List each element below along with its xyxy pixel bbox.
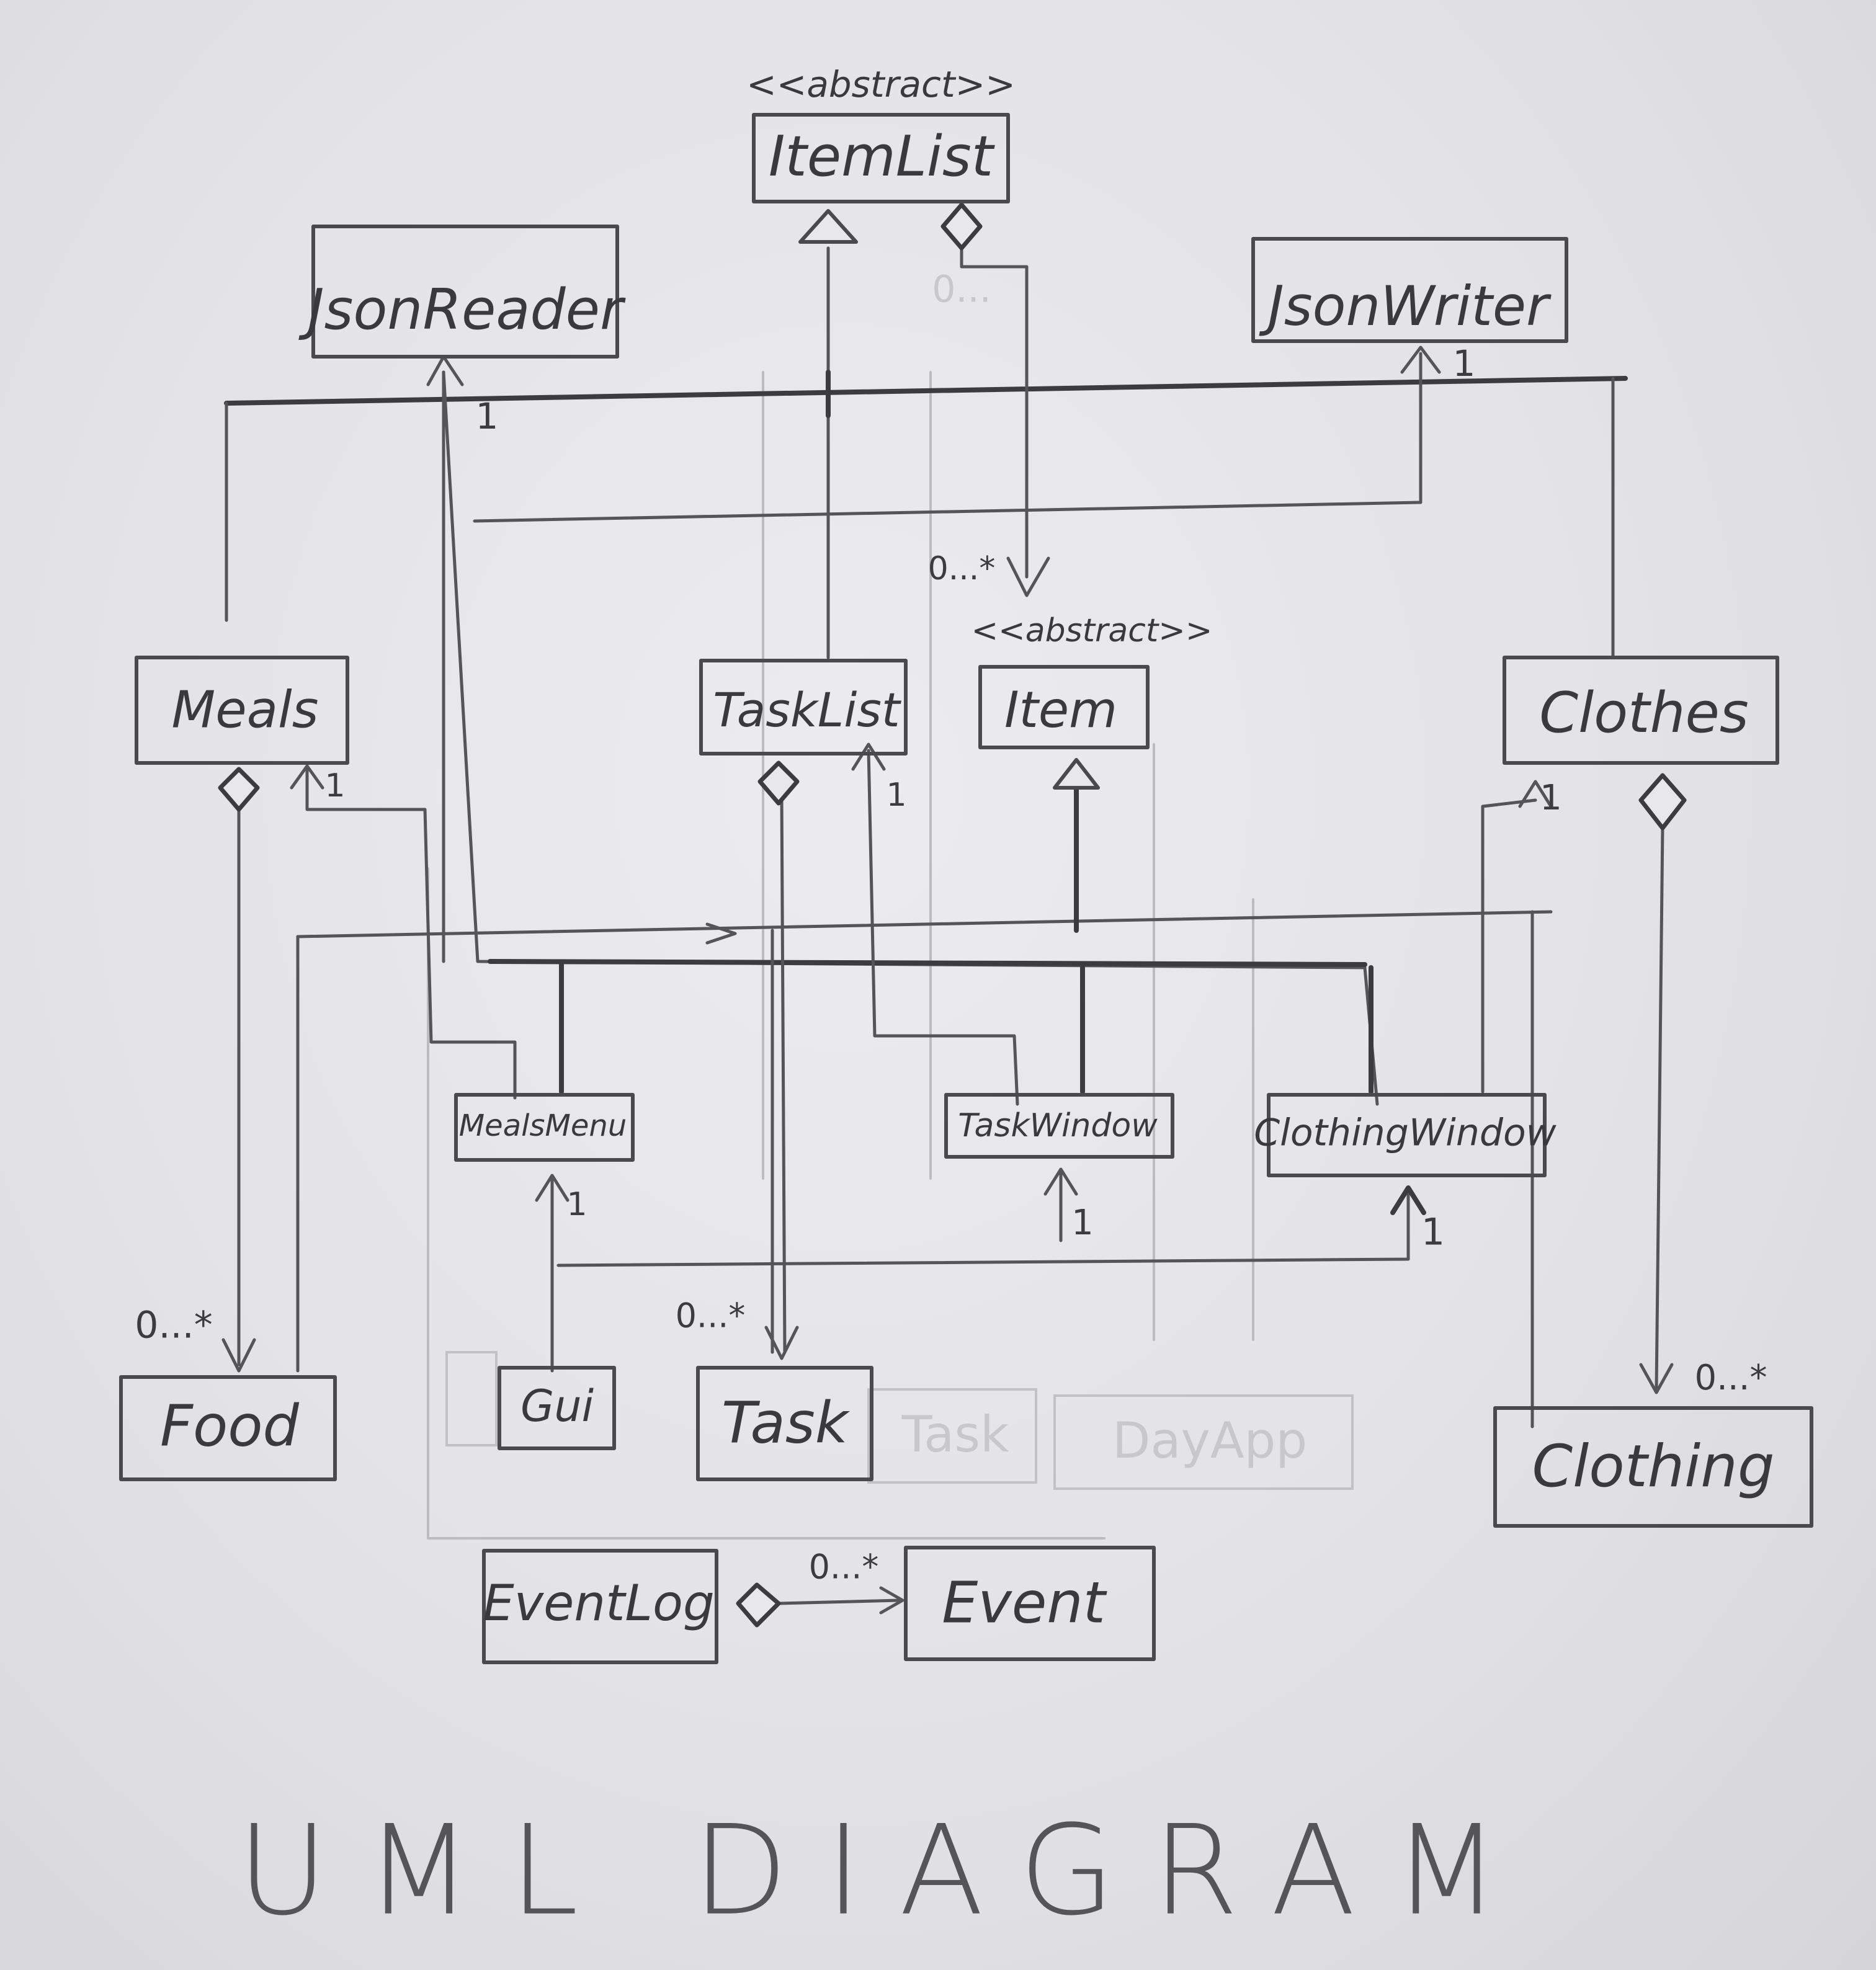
class-item: <<abstract>> Item: [972, 612, 1213, 749]
aggregation-diamond-icon: [940, 202, 983, 251]
arrowhead-icon: [879, 1586, 904, 1615]
arrowhead-icon: [705, 922, 737, 945]
multiplicity-tasklist-task: 0...*: [676, 1296, 746, 1335]
arrowhead-icon: [535, 1174, 570, 1202]
erased-multiplicity-label: 0...: [932, 268, 991, 311]
itemlist-stereotype: <<abstract>>: [746, 63, 1016, 105]
clothing-name: Clothing: [1532, 1433, 1774, 1500]
class-clothes: Clothes: [1503, 656, 1779, 765]
jsonreader-name: JsonReader: [298, 277, 626, 342]
arrowhead-icon: [1006, 556, 1050, 597]
clothes-name: Clothes: [1539, 680, 1749, 746]
multiplicity-tasklist: 1: [886, 777, 906, 814]
eventlog-name: EventLog: [483, 1574, 714, 1632]
multiplicity-jsonreader: 1: [476, 395, 499, 437]
multiplicity-eventlog-event: 0...*: [809, 1548, 879, 1587]
class-itemlist: <<abstract>> ItemList: [746, 63, 1016, 203]
aggregation-diamond-icon: [218, 767, 260, 812]
food-name: Food: [160, 1393, 299, 1459]
class-clothingwindow: ClothingWindow: [1254, 1093, 1557, 1177]
erased-dayapp-label: DayApp: [1112, 1412, 1307, 1469]
diagram-title: UML DIAGRAM: [237, 1799, 1537, 1943]
task-name: Task: [721, 1389, 851, 1456]
arrowhead-icon: [1043, 1167, 1078, 1196]
arrowhead-icon: [1400, 345, 1441, 374]
arrowhead-icon: [764, 1326, 799, 1360]
arrowhead-icon: [290, 764, 324, 790]
erased-guides: Task DayApp 0...: [427, 268, 1354, 1540]
multiplicity-mealsmenu: 1: [566, 1186, 587, 1223]
aggregation-diamond-icon: [757, 760, 800, 806]
multiplicity-meals-food: 0...*: [135, 1304, 212, 1347]
class-tasklist: TaskList: [699, 659, 908, 755]
class-clothing: Clothing: [1493, 1406, 1813, 1528]
class-meals: Meals: [135, 656, 349, 765]
multiplicity-taskwindow: 1: [1071, 1203, 1094, 1243]
class-mealsmenu: MealsMenu: [454, 1093, 635, 1162]
class-eventlog: EventLog: [482, 1549, 718, 1664]
jsonwriter-name: JsonWriter: [1259, 274, 1552, 338]
multiplicity-clothes: 1: [1540, 778, 1562, 818]
multiplicity-meals: 1: [324, 767, 345, 804]
arrowhead-icon: [1390, 1185, 1426, 1215]
arrowhead-icon: [221, 1338, 256, 1373]
item-stereotype: <<abstract>>: [972, 612, 1213, 649]
itemlist-name: ItemList: [769, 124, 996, 189]
mealsmenu-name: MealsMenu: [459, 1108, 627, 1143]
clothingwindow-name: ClothingWindow: [1254, 1112, 1557, 1155]
class-event: Event: [904, 1546, 1156, 1661]
meals-name: Meals: [172, 680, 319, 739]
generalization-triangle-icon: [1053, 758, 1100, 790]
class-jsonreader: JsonReader: [298, 225, 626, 359]
tasklist-name: TaskList: [713, 682, 902, 738]
gui-name: Gui: [520, 1381, 594, 1432]
aggregation-diamond-icon: [736, 1582, 781, 1628]
class-food: Food: [119, 1375, 337, 1481]
connectors: [224, 246, 1664, 1605]
class-boxes: <<abstract>> ItemList JsonReader JsonWri…: [119, 63, 1813, 1664]
class-gui: Gui: [498, 1366, 616, 1450]
aggregation-diamond-icon: [1638, 773, 1687, 831]
event-name: Event: [942, 1569, 1107, 1636]
class-jsonwriter: JsonWriter: [1251, 237, 1568, 343]
arrowhead-icon: [851, 742, 886, 771]
arrowhead-icon: [1518, 780, 1553, 808]
multiplicities: 0...* 1 1 1 0...* 1 0...* 1 0...* 1 1 1 …: [135, 342, 1767, 1587]
erased-task-label: Task: [901, 1406, 1009, 1463]
class-taskwindow: TaskWindow: [944, 1093, 1174, 1159]
multiplicity-clothingwindow: 1: [1421, 1211, 1445, 1254]
item-name: Item: [1004, 681, 1117, 739]
relationship-markers: [218, 202, 1687, 1628]
class-task: Task: [696, 1366, 873, 1481]
multiplicity-itemlist-item: 0...*: [928, 550, 996, 587]
taskwindow-name: TaskWindow: [958, 1107, 1158, 1144]
arrowhead-icon: [1639, 1363, 1674, 1394]
generalization-triangle-icon: [798, 209, 858, 244]
multiplicity-clothes-clothing: 0...*: [1694, 1358, 1767, 1398]
multiplicity-jsonwriter: 1: [1453, 342, 1476, 385]
